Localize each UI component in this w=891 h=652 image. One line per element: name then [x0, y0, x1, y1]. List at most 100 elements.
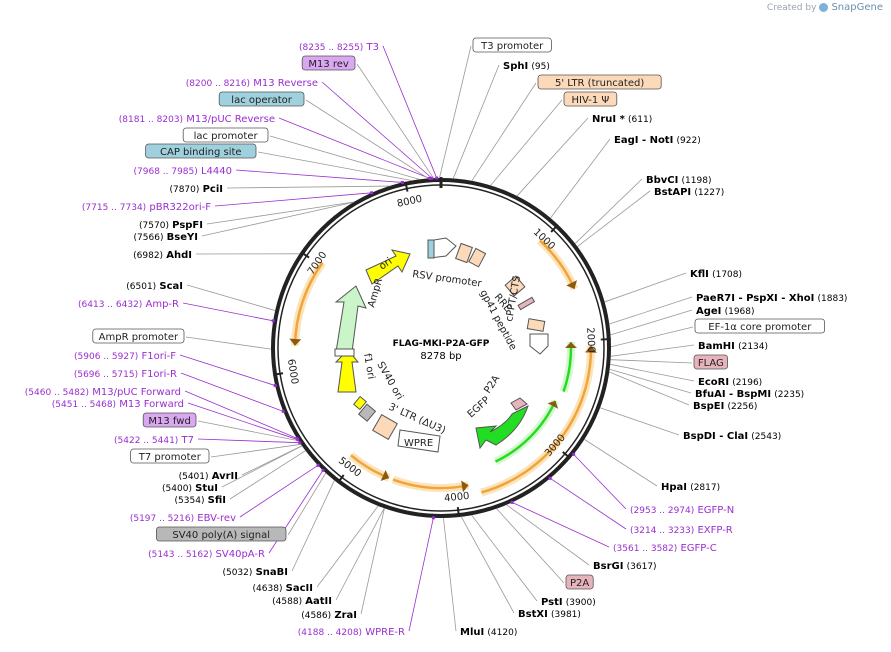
enzyme-label-text: (5032) SnaBI: [222, 567, 288, 578]
map-label-bold[interactable]: (6982) AhdI: [133, 250, 300, 261]
map-label-box[interactable]: CAP binding site: [145, 143, 412, 181]
map-label-box[interactable]: 5' LTR (truncated): [471, 74, 662, 182]
label-name: MluI: [460, 627, 484, 638]
enzyme-label-text: (4638) SacII: [253, 583, 313, 594]
map-label-primer[interactable]: (5422 .. 5441) T7: [114, 435, 302, 446]
map-label-primer[interactable]: (3561 .. 3582) EGFP-C: [510, 500, 717, 554]
ampr-promoter-feature: [334, 348, 355, 357]
enzyme-label-text: (5354) SfiI: [175, 495, 226, 506]
label-position: (3214 .. 3233): [630, 526, 694, 536]
label-name: M13/pUC Forward: [92, 387, 181, 398]
map-label-bold[interactable]: KflI (1708): [604, 269, 742, 303]
map-label-primer[interactable]: (6413 .. 6432) Amp-R: [78, 299, 275, 323]
feature-label-box: [142, 412, 197, 428]
leader-line: [577, 190, 651, 247]
map-label-box[interactable]: lac promoter: [182, 127, 420, 180]
leader-line: [574, 178, 643, 244]
map-label-bold[interactable]: (5354) SfiI: [175, 450, 306, 506]
map-label-bold[interactable]: BamHI (2134): [610, 341, 768, 357]
map-label-bold[interactable]: BfuAI - BspMI (2235): [609, 368, 805, 400]
feature-label-box: [145, 143, 257, 159]
label-3ltr: 3' LTR (ΔU3): [387, 402, 447, 437]
map-label-bold[interactable]: NruI * (611): [516, 114, 652, 197]
label-position: (3617): [627, 562, 657, 572]
map-label-box[interactable]: EF-1α core promoter: [610, 318, 826, 348]
map-label-bold[interactable]: PaeR7I - PspXI - XhoI (1883): [609, 293, 847, 325]
map-label-box[interactable]: HIV-1 Ψ: [490, 91, 618, 186]
map-label-bold[interactable]: EcoRI (2196): [610, 363, 762, 388]
map-label-bold[interactable]: SphI (95): [452, 61, 550, 179]
map-label-primer[interactable]: (8200 .. 8216) M13 Reverse: [186, 78, 434, 180]
map-label-box[interactable]: M13 fwd: [142, 412, 299, 442]
map-label-primer[interactable]: (8235 .. 8255) T3: [299, 42, 439, 180]
map-label-box[interactable]: T7 promoter: [130, 443, 301, 464]
leader-line: [356, 63, 434, 179]
label-name: EGFP-N: [697, 505, 734, 516]
map-label-box[interactable]: P2A: [496, 508, 594, 590]
map-label-bold[interactable]: (4588) AatII: [272, 508, 385, 607]
map-label-bold[interactable]: (5401) AvrII: [179, 445, 303, 482]
map-label-bold[interactable]: (7570) PspFI: [139, 201, 355, 231]
label-position: (1708): [712, 270, 742, 280]
map-label-primer[interactable]: (4188 .. 4208) WPRE-R: [298, 516, 435, 638]
map-label-bold[interactable]: (4638) SacII: [253, 505, 379, 594]
tick-mark: [272, 372, 284, 376]
map-label-bold[interactable]: EagI - NotI (922): [550, 135, 701, 219]
feature-arc: [481, 345, 593, 494]
map-label-primer[interactable]: (2953 .. 2974) EGFP-N: [572, 452, 734, 516]
map-label-bold[interactable]: BspEI (2256): [609, 371, 757, 412]
map-label-bold[interactable]: (7566) BseYI: [134, 201, 354, 243]
feature-label-text: M13 fwd: [148, 416, 190, 427]
label-name: T3: [366, 42, 379, 53]
map-label-bold[interactable]: AgeI (1968): [610, 306, 755, 336]
map-label-bold[interactable]: PstI (3900): [471, 514, 596, 608]
label-position: (4588): [272, 597, 302, 607]
map-label-box[interactable]: M13 rev: [301, 55, 434, 179]
map-label-box[interactable]: AmpR promoter: [92, 328, 272, 350]
label-name: L4440: [201, 166, 232, 177]
map-label-primer[interactable]: (3214 .. 3233) EXFP-R: [548, 476, 733, 536]
map-label-box[interactable]: SV40 poly(A) signal: [155, 472, 327, 542]
map-label-bold[interactable]: BsrGI (3617): [506, 504, 657, 572]
primer-site-marker: [572, 452, 576, 456]
label-position: (5460 .. 5482): [25, 388, 89, 398]
primer-site-marker: [321, 468, 325, 472]
enzyme-label-text: HpaI (2817): [661, 482, 720, 493]
map-label-bold[interactable]: BstAPI (1227): [577, 187, 724, 247]
map-label-primer[interactable]: (8181 .. 8203) M13/pUC Reverse: [119, 114, 432, 180]
primer-site-marker: [435, 176, 439, 180]
map-label-bold[interactable]: (6501) ScaI: [126, 281, 276, 311]
feature-label-text: lac promoter: [194, 131, 259, 142]
map-label-bold[interactable]: BspDI - ClaI (2543): [600, 407, 781, 442]
map-label-bold[interactable]: MluI (4120): [443, 517, 517, 638]
map-label-bold[interactable]: (5032) SnaBI: [222, 480, 335, 578]
leader-line: [604, 272, 687, 303]
map-label-bold[interactable]: (7870) PciI: [169, 184, 390, 195]
map-label-primer[interactable]: (5460 .. 5482) M13/pUC Forward: [25, 387, 299, 440]
leader-line: [278, 117, 430, 179]
map-label-primer[interactable]: (5906 .. 5927) F1ori-F: [74, 351, 277, 388]
map-label-bold[interactable]: HpaI (2817): [584, 439, 720, 493]
label-position: (1198): [682, 176, 712, 186]
map-label-primer[interactable]: (7968 .. 7985) L4440: [134, 166, 404, 184]
map-label-primer[interactable]: (5696 .. 5715) F1ori-R: [74, 369, 285, 413]
map-label-box[interactable]: lac operator: [218, 91, 429, 179]
label-name: M13/pUC Reverse: [186, 114, 275, 125]
map-label-bold[interactable]: (5400) StuI: [162, 445, 303, 494]
leader-line: [471, 514, 538, 602]
feature-label-text: HIV-1 Ψ: [572, 95, 610, 106]
map-label-box[interactable]: FLAG: [610, 354, 728, 370]
label-name: EcoRI: [698, 377, 729, 388]
leader-line: [573, 454, 627, 510]
map-label-primer[interactable]: (7715 .. 7734) pBR322ori-F: [82, 191, 374, 213]
feature-arc-head: [565, 342, 577, 349]
map-label-primer[interactable]: (5197 .. 5216) EBV-rev: [130, 463, 320, 524]
feature-label-box: [694, 318, 826, 334]
leader-line: [439, 45, 472, 179]
map-label-bold[interactable]: (4586) ZraI: [301, 508, 385, 621]
tick-label: 8000: [396, 194, 423, 210]
map-label-bold[interactable]: BbvCI (1198): [574, 175, 712, 244]
map-label-box[interactable]: T3 promoter: [439, 37, 552, 179]
map-label-bold[interactable]: BstXI (3981): [460, 516, 581, 620]
